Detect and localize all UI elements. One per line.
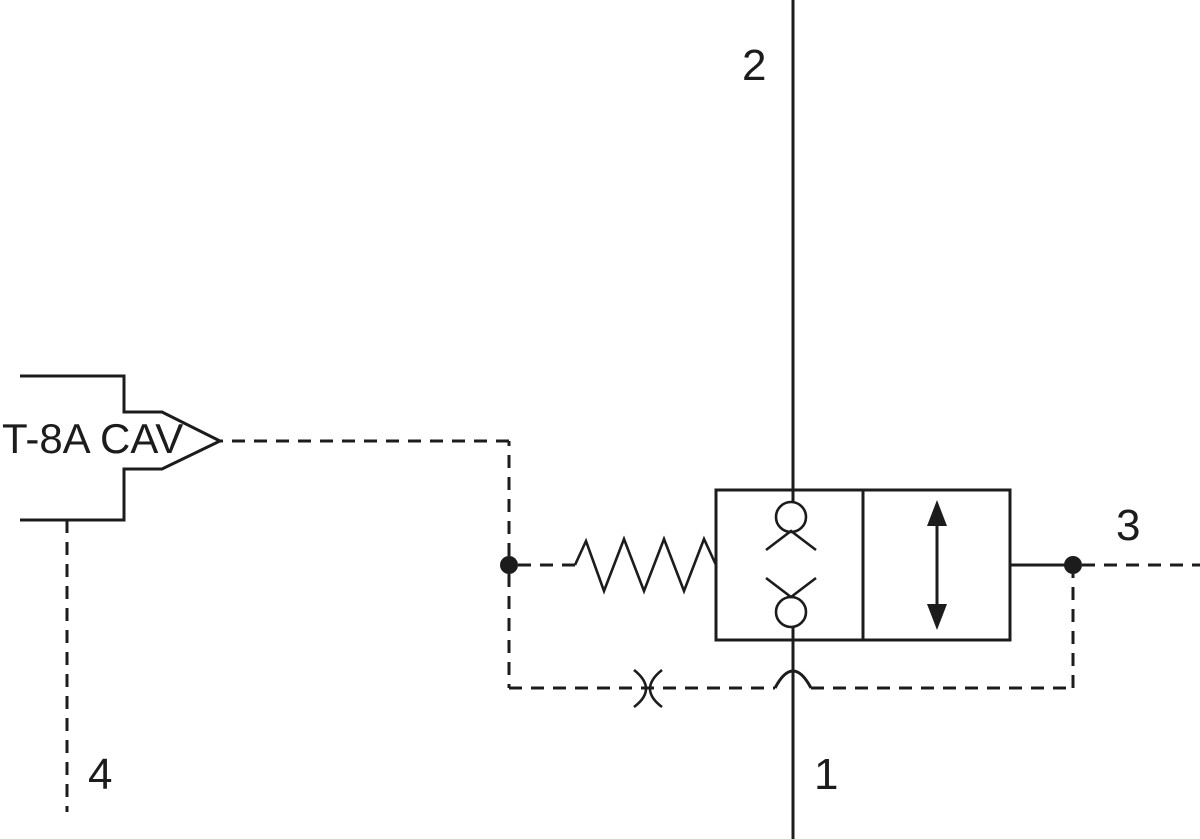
orifice-arc-right-icon [648, 668, 663, 709]
port-2-label: 2 [742, 41, 766, 90]
flow-arrow-head-up-icon [927, 500, 947, 526]
junction-dot-right-icon [1064, 556, 1082, 574]
port-1-label: 1 [814, 750, 838, 799]
spring-icon [573, 535, 718, 595]
junction-dot-left-icon [500, 556, 518, 574]
port-4-label: 4 [88, 750, 112, 799]
cavity-callout-outline [20, 374, 224, 522]
flow-arrow-head-down-icon [927, 604, 947, 630]
port-3-label: 3 [1116, 501, 1140, 550]
cavity-label: T-8A CAV [2, 415, 183, 462]
valve-cell-check [714, 488, 865, 642]
valve-cell-flow [861, 488, 1012, 642]
line-hop-arc-icon [773, 669, 813, 689]
check-ball-top-icon [774, 500, 808, 534]
check-seat-bottom-icon [765, 576, 817, 599]
orifice-arc-left-icon [633, 668, 648, 709]
check-ball-bottom-icon [774, 595, 808, 629]
check-seat-top-icon [765, 529, 817, 552]
